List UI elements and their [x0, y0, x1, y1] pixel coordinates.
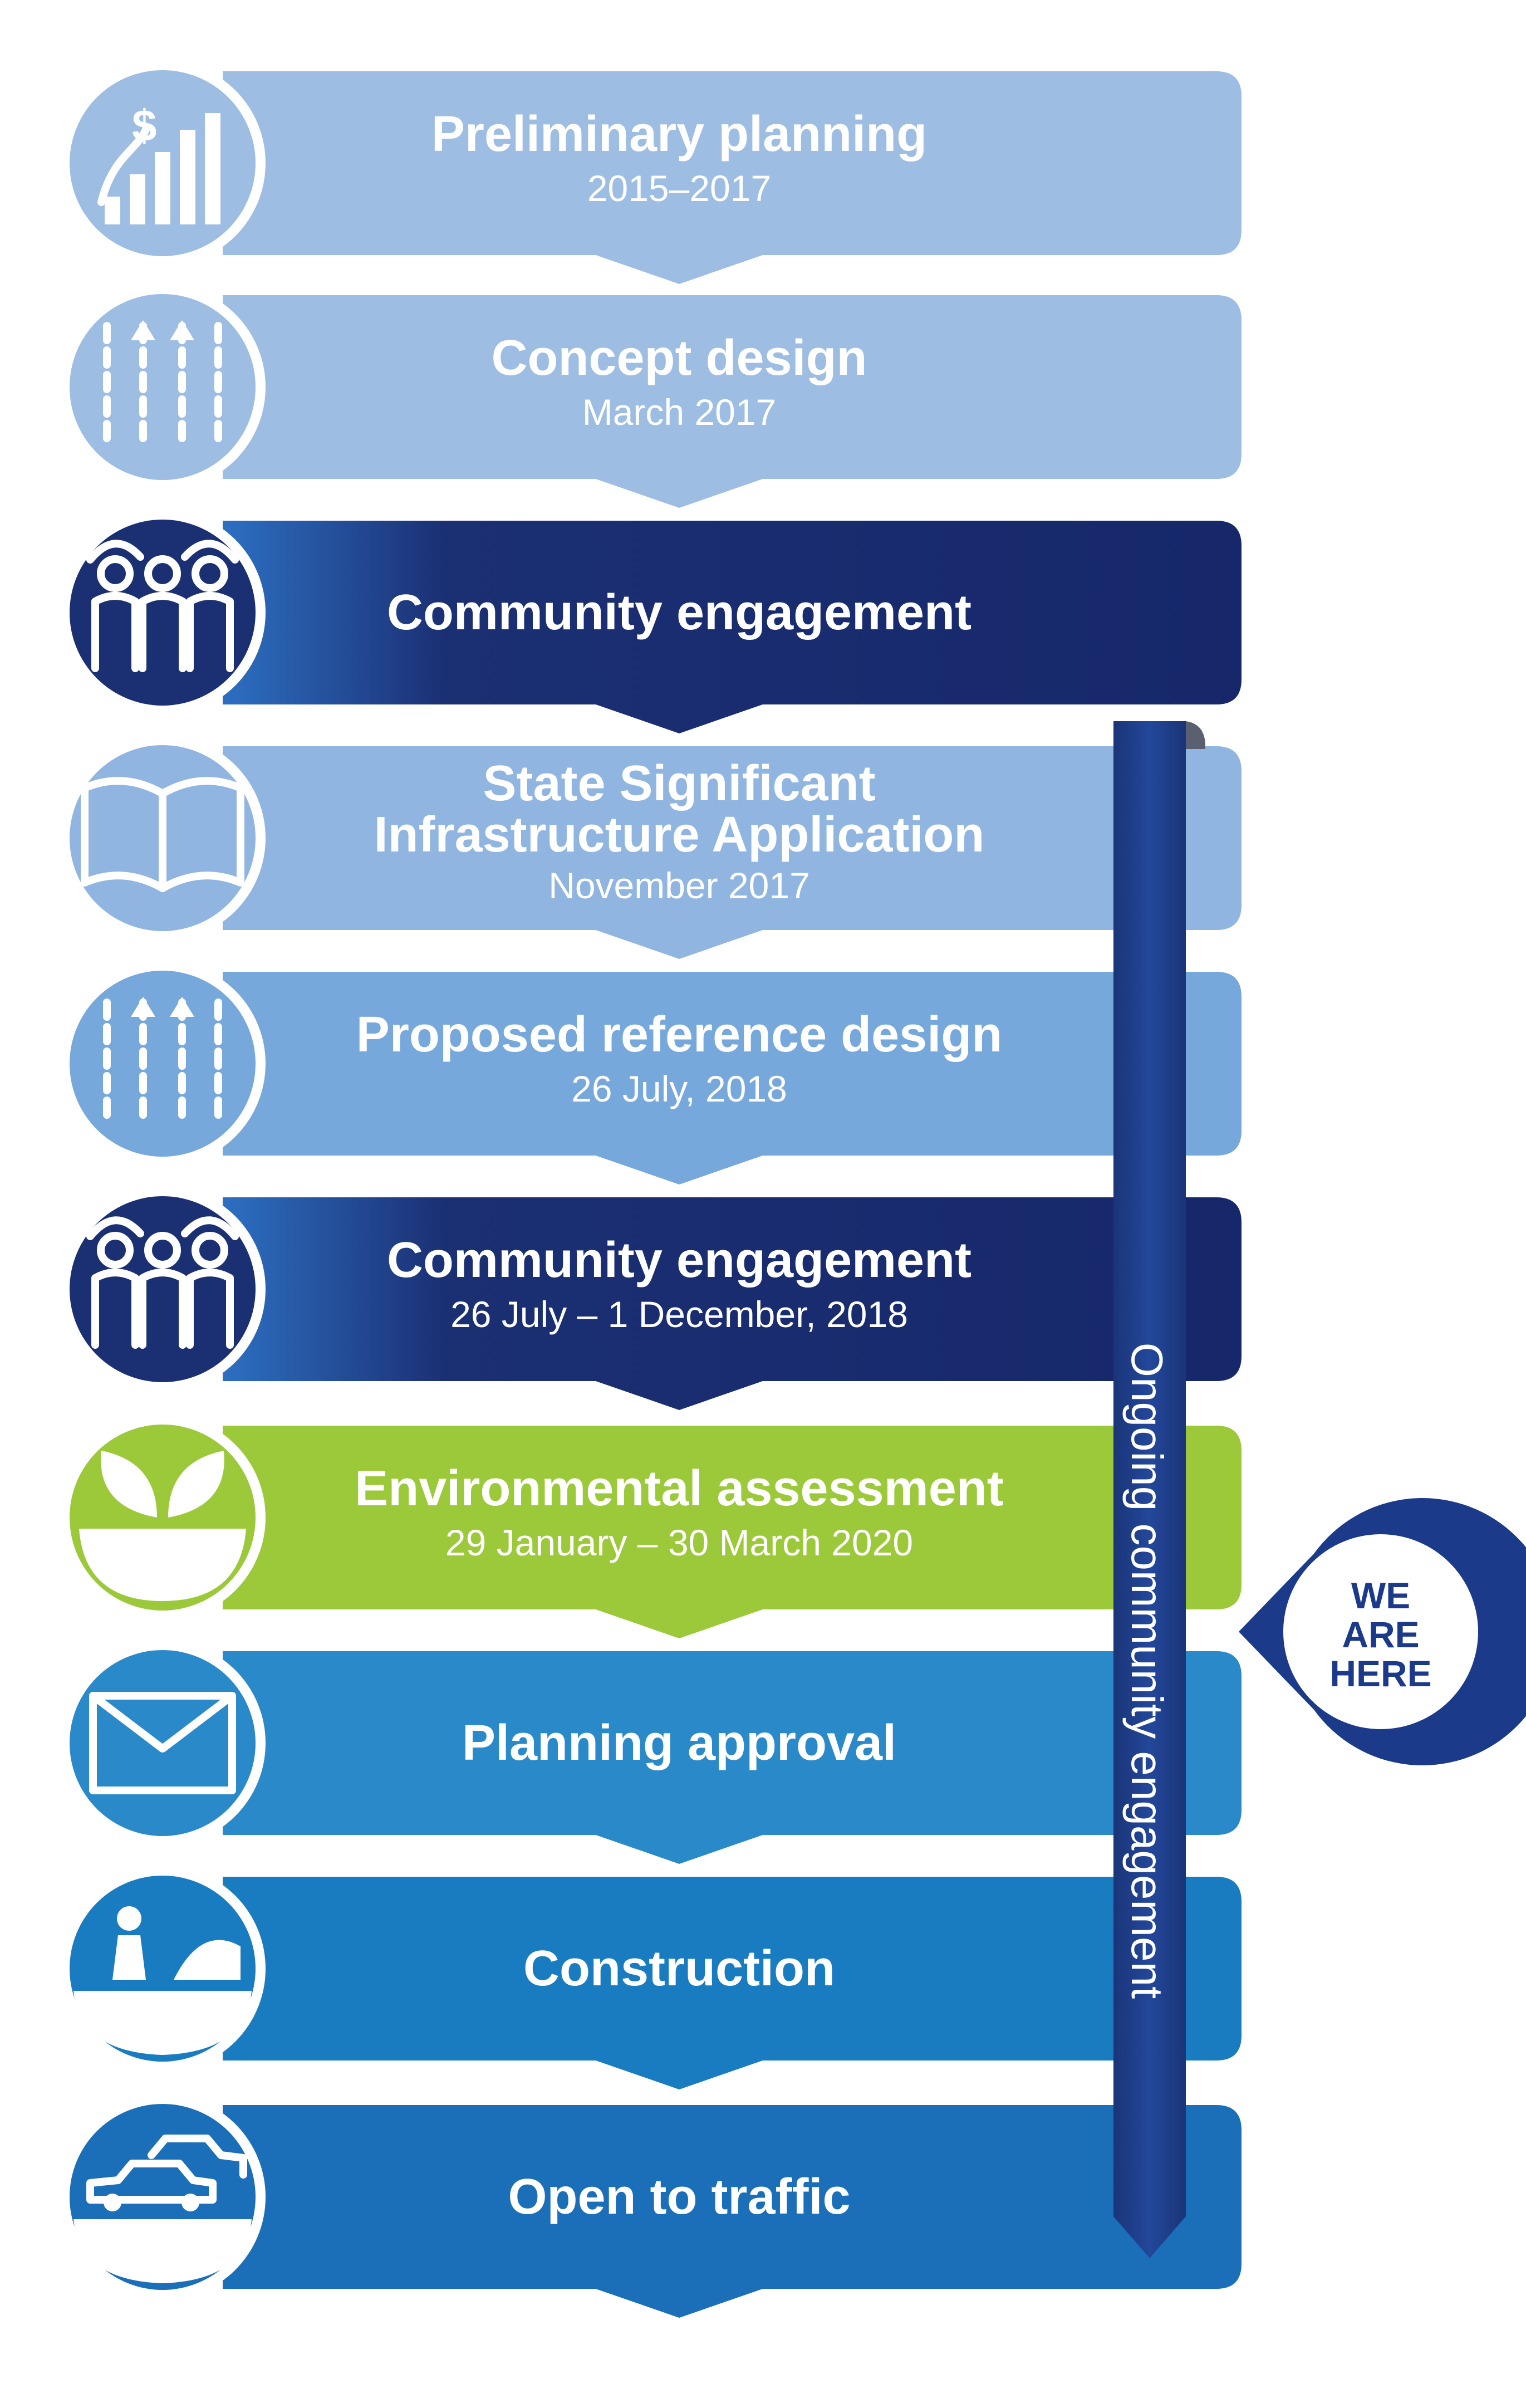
stage-step	[60, 961, 1242, 1185]
stage-band	[223, 1197, 1242, 1410]
stage-band	[223, 2105, 1242, 2318]
stage-text: Planning approval	[262, 1716, 1097, 1770]
stage-date: 26 July, 2018	[571, 1068, 787, 1109]
stage-text: Environmental assessment 29 January – 30 …	[262, 1462, 1097, 1564]
we-are-here-disc	[1283, 1534, 1478, 1729]
stage-date: 26 July – 1 December, 2018	[450, 1294, 908, 1335]
stage-title: Open to traffic	[508, 2169, 851, 2225]
stage-band	[223, 1426, 1242, 1638]
community-people-icon	[86, 540, 239, 672]
envelope-icon	[89, 1692, 236, 1794]
stage-title: Concept design	[491, 330, 867, 386]
stage-icon-disc	[70, 294, 256, 480]
funding-growth-icon: $	[97, 101, 220, 224]
stage-band	[223, 1651, 1242, 1864]
ongoing-engagement-label: Ongoing community engagement	[1122, 1342, 1172, 1999]
stage-band	[223, 972, 1242, 1185]
stage-date: 2015–2017	[587, 168, 772, 209]
stage-step: $	[60, 60, 1242, 284]
stage-step	[60, 2094, 1242, 2318]
stage-step	[60, 1186, 1242, 1410]
stage-title: Planning approval	[462, 1715, 897, 1771]
we-are-here-line: WE	[1351, 1575, 1411, 1616]
stage-step	[60, 1640, 1242, 1864]
cars-icon	[73, 2135, 252, 2283]
stage-title: Infrastructure Application	[374, 807, 985, 863]
we-are-here-label: WE ARE HERE	[1297, 1576, 1464, 1693]
stage-date: March 2017	[582, 391, 777, 433]
stage-title: Community engagement	[386, 585, 972, 640]
we-are-here-line: HERE	[1329, 1653, 1432, 1694]
stage-band	[223, 746, 1242, 959]
stage-title: Preliminary planning	[431, 106, 928, 162]
community-people-icon	[86, 1216, 239, 1349]
stage-band	[223, 71, 1242, 284]
stage-text: Preliminary planning 2015–2017	[262, 107, 1097, 210]
stage-step	[60, 1866, 1242, 2089]
stage-text: Community engagement	[262, 586, 1097, 639]
stage-step	[60, 1415, 1242, 1638]
stage-icon-disc	[70, 520, 256, 706]
stage-title: Construction	[523, 1941, 835, 1996]
leaves-bowl-icon	[79, 1451, 246, 1601]
stage-band	[223, 521, 1242, 733]
road-worker-icon	[73, 1906, 252, 2055]
stage-step	[60, 510, 1242, 733]
we-are-here-line: ARE	[1342, 1614, 1420, 1655]
stage-band	[223, 295, 1242, 508]
stage-title: Community engagement	[386, 1232, 972, 1288]
stage-text: Open to traffic	[262, 2170, 1097, 2224]
ongoing-engagement-bar	[1113, 721, 1186, 2258]
stage-title: Environmental assessment	[355, 1461, 1004, 1516]
stage-step	[60, 735, 1242, 959]
stage-text: Construction	[262, 1942, 1097, 1995]
stage-text: Community engagement 26 July – 1 December…	[262, 1234, 1097, 1336]
stage-icon-disc	[70, 1196, 256, 1382]
road-lanes-icon	[103, 997, 222, 1129]
stage-icon-disc	[70, 971, 256, 1157]
stage-text: Proposed reference design 26 July, 2018	[262, 1008, 1097, 1110]
open-book-icon	[81, 777, 244, 892]
stage-step	[60, 284, 1242, 508]
road-lanes-icon	[103, 320, 222, 452]
stage-title: State Significant	[483, 756, 876, 811]
ongoing-engagement-bar-fold	[1186, 721, 1205, 749]
stage-date: November 2017	[548, 865, 810, 906]
stage-title: Proposed reference design	[356, 1007, 1003, 1063]
stage-date: 29 January – 30 March 2020	[445, 1522, 914, 1563]
stage-band	[223, 1877, 1242, 2089]
stage-icon-disc	[70, 1650, 256, 1836]
